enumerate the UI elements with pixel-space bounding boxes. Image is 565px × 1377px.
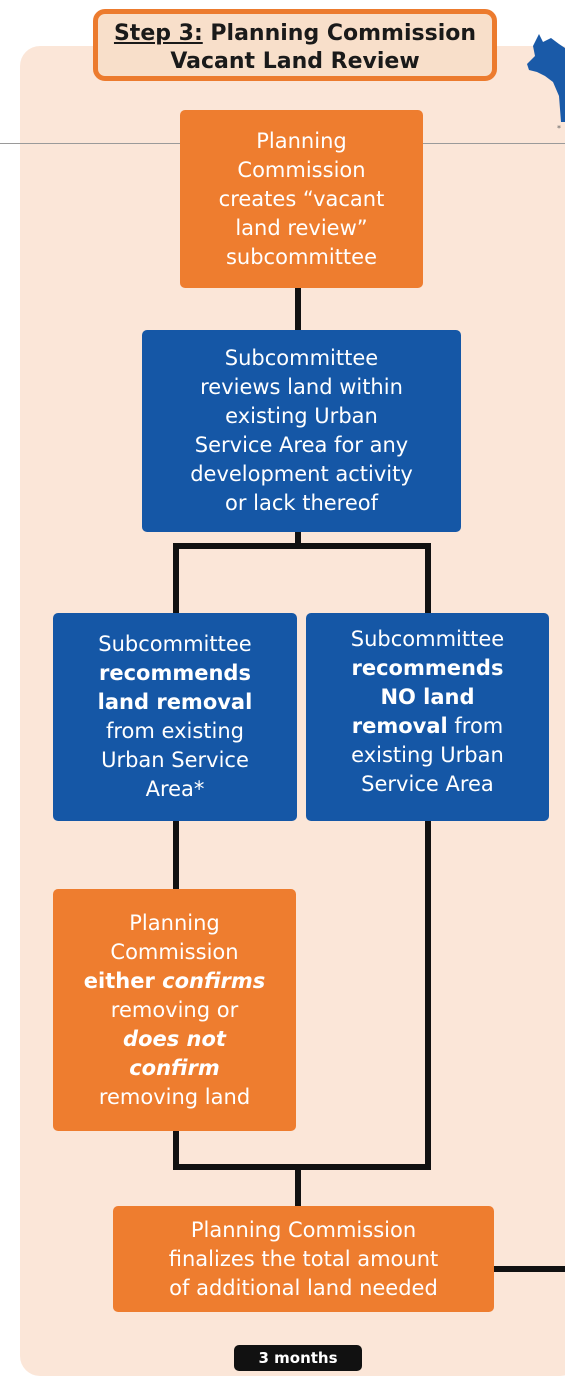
step-title: Step 3: Planning Commission Vacant Land … <box>93 9 497 81</box>
connector-5 <box>425 821 431 1170</box>
node-text: development activity <box>190 462 413 486</box>
node-text: Planning <box>129 910 220 935</box>
node-text: from <box>447 714 504 738</box>
connector-left-down <box>173 543 179 613</box>
node-text: Commission <box>237 157 366 182</box>
node-text-bold: removal <box>351 714 448 738</box>
node-text: removing or <box>110 997 239 1022</box>
node-text: Subcommittee <box>350 627 505 651</box>
node-text-bold-italic: does not <box>123 1026 226 1051</box>
node-text-bold-italic: confirm <box>129 1055 220 1080</box>
node-review-land: Subcommittee reviews land within existin… <box>142 330 461 532</box>
node-create-subcommittee: Planning Commission creates “vacant land… <box>180 110 423 288</box>
node-text: or lack thereof <box>224 491 379 515</box>
node-text: Urban Service <box>101 748 249 772</box>
connector-4 <box>173 1131 179 1170</box>
node-text: from existing <box>105 719 244 743</box>
node-text: subcommittee <box>225 244 377 269</box>
step-number: Step 3: <box>113 21 203 46</box>
node-text: finalizes the total amount <box>168 1246 439 1271</box>
node-text: Subcommittee <box>98 632 252 656</box>
step-title-line2: Vacant Land Review <box>170 49 420 74</box>
node-text: land review” <box>235 215 368 240</box>
connector-6 <box>295 1164 301 1206</box>
connector-split <box>173 543 431 549</box>
node-text-bold-italic: confirms <box>162 968 266 993</box>
footnote-marker: * <box>557 124 561 133</box>
node-text: Planning Commission <box>190 1217 417 1242</box>
node-confirm-removal: Planning Commission either confirms remo… <box>53 889 296 1131</box>
node-text: Service Area <box>361 772 494 796</box>
node-text: removing land <box>98 1084 251 1109</box>
node-text: Area* <box>145 777 205 801</box>
node-text-bold: land removal <box>97 690 253 714</box>
node-text: of additional land needed <box>169 1275 438 1300</box>
connector-merge <box>173 1164 431 1170</box>
connector-out <box>493 1266 565 1272</box>
node-recommend-no-removal: Subcommittee recommends NO land removal … <box>306 613 549 821</box>
node-text-bold: either <box>83 968 163 993</box>
node-finalize: Planning Commission finalizes the total … <box>113 1206 494 1312</box>
horse-logo-icon <box>527 34 565 122</box>
node-text: existing Urban <box>225 404 378 428</box>
node-text: reviews land within <box>200 375 403 399</box>
connector-right-down <box>425 543 431 613</box>
step-title-line1: Planning Commission <box>210 21 477 46</box>
node-text: Planning <box>256 128 347 153</box>
connector-2 <box>295 532 301 546</box>
node-text: creates “vacant <box>218 186 385 211</box>
node-text-bold: NO land <box>380 685 475 709</box>
node-text: Subcommittee <box>224 346 379 370</box>
duration-badge: 3 months <box>234 1345 362 1371</box>
node-text: Service Area for any <box>194 433 409 457</box>
node-text: Commission <box>110 939 239 964</box>
node-text: existing Urban <box>351 743 504 767</box>
node-text-bold: recommends <box>351 656 504 680</box>
node-recommend-removal: Subcommittee recommends land removal fro… <box>53 613 297 821</box>
node-text-bold: recommends <box>99 661 251 685</box>
connector-1 <box>295 288 301 330</box>
connector-3 <box>173 821 179 889</box>
